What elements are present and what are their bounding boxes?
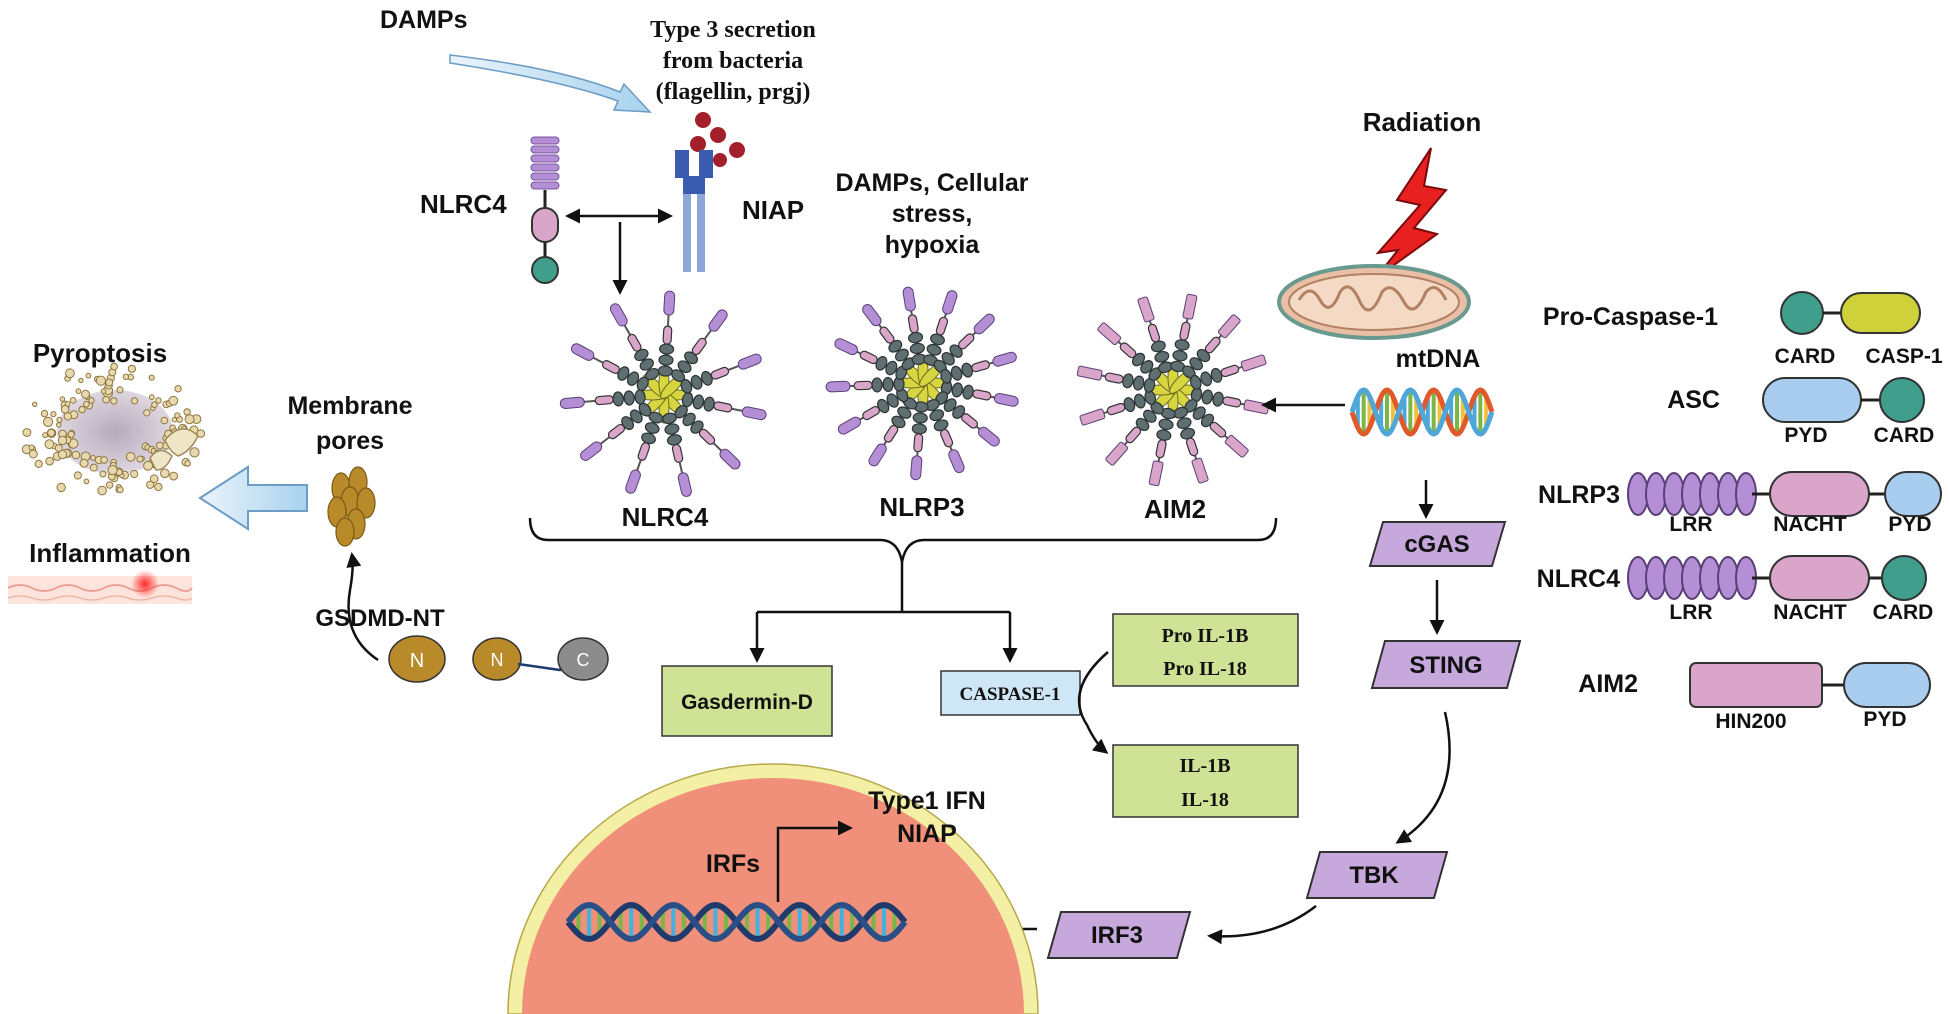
tbk-box xyxy=(1305,851,1449,899)
niap-receptor xyxy=(675,150,713,272)
nlrc4-receptor xyxy=(530,136,560,284)
pro-il18-label: Pro IL-18 xyxy=(1163,658,1247,680)
cgas-label: cGAS xyxy=(1404,531,1469,558)
bacteria-dots xyxy=(690,112,745,167)
inflammasome-nlrp3-label: NLRP3 xyxy=(879,492,964,522)
nlrp3-name: NLRP3 xyxy=(1538,481,1620,509)
nlrc4-nacht-domain xyxy=(1769,555,1870,601)
pyroptosis-label: Pyroptosis xyxy=(33,338,167,368)
membrane-pores-label-2: pores xyxy=(316,427,384,455)
damps-stress-label-2: stress, xyxy=(892,200,973,228)
pro-caspase1-casp1-domain xyxy=(1840,292,1921,334)
damps-stress-label-3: hypoxia xyxy=(885,231,981,259)
irfs-transcription-arrow xyxy=(776,820,853,902)
pro-caspase1-casp1-label: CASP-1 xyxy=(1865,345,1942,368)
aim2-pyd-domain xyxy=(1843,662,1931,708)
nlrc4-lrr-domain xyxy=(1627,556,1757,600)
pro-il-processing-arrow xyxy=(1077,651,1109,754)
cgas-box xyxy=(1368,521,1507,567)
lightning-icon xyxy=(1375,147,1448,279)
asc-card-domain xyxy=(1879,377,1925,423)
gsdmd-n1-label: N xyxy=(410,650,424,672)
nlrc4-nacht-label: NACHT xyxy=(1773,601,1847,624)
inflammasome-aim2-label: AIM2 xyxy=(1144,494,1206,524)
irf3-label: IRF3 xyxy=(1091,922,1143,949)
caspase1-label: CASPASE-1 xyxy=(960,684,1061,705)
aim2-pyd-label: PYD xyxy=(1863,708,1906,731)
gasdermin-d-label: Gasdermin-D xyxy=(681,691,813,714)
pro-caspase1-card-label: CARD xyxy=(1775,345,1836,368)
pro-caspase1-card-domain xyxy=(1780,291,1824,335)
membrane-to-pyroptosis-arrow xyxy=(198,465,308,531)
damps-top-label: DAMPs xyxy=(380,6,468,34)
gsdmd-to-pore-arrow xyxy=(346,552,379,662)
nucleus xyxy=(507,763,1039,1014)
mtdna-helix-icon xyxy=(1349,387,1495,437)
il1b-label: IL-1B xyxy=(1179,755,1230,777)
membrane-pore-cluster xyxy=(327,466,376,547)
nlrp3-nacht-domain xyxy=(1769,471,1870,517)
gsdmd-n2-label: N xyxy=(491,650,504,670)
radiation-label: Radiation xyxy=(1363,107,1481,137)
damps-stress-label-1: DAMPs, Cellular xyxy=(835,169,1028,197)
nlrc4-inflammasome xyxy=(559,290,767,497)
tbk-to-irf3-arrow xyxy=(1207,905,1317,945)
asc-pyd-label: PYD xyxy=(1784,424,1827,447)
gsdmd-nt-label: GSDMD-NT xyxy=(315,605,445,632)
inflammation-label: Inflammation xyxy=(29,538,191,568)
il18-label: IL-18 xyxy=(1181,789,1229,811)
nlrc4-name: NLRC4 xyxy=(1537,565,1620,593)
asc-name: ASC xyxy=(1667,386,1720,414)
damps-curved-arrow xyxy=(449,54,652,113)
nlrp3-lrr-label: LRR xyxy=(1669,513,1712,536)
asc-card-label: CARD xyxy=(1874,424,1935,447)
membrane-pores-label-1: Membrane xyxy=(287,392,412,420)
aim2-name: AIM2 xyxy=(1578,670,1638,698)
nlrp3-nacht-label: NACHT xyxy=(1773,513,1847,536)
tbk-label: TBK xyxy=(1349,862,1399,889)
pro-caspase1-name: Pro-Caspase-1 xyxy=(1543,303,1718,331)
irfs-label: IRFs xyxy=(706,850,760,878)
type3-label-1: Type 3 secretion xyxy=(650,17,816,43)
gsdmd-fragments xyxy=(388,635,609,683)
domain-legend: Pro-Caspase-1 CARD CASP-1 ASC PYD CARD N… xyxy=(1537,291,1943,733)
pyroptosis-cell-image xyxy=(21,362,206,496)
gasdermin-d-box xyxy=(661,665,833,737)
inflammation-tissue xyxy=(7,570,193,604)
type3-label-3: (flagellin, prgj) xyxy=(656,79,811,105)
type1-ifn-label-1: Type1 IFN xyxy=(868,787,986,815)
brace-split-lines xyxy=(757,562,1010,614)
sting-to-tbk-arrow xyxy=(1395,711,1451,844)
il-box xyxy=(1112,744,1299,818)
aim2-hin200-label: HIN200 xyxy=(1715,710,1786,733)
pro-il1b-label: Pro IL-1B xyxy=(1162,625,1249,647)
nlrp3-lrr-domain xyxy=(1627,472,1757,516)
nlrp3-pyd-label: PYD xyxy=(1888,513,1931,536)
irf3-box xyxy=(1046,911,1192,959)
gsdmd-c-label: C xyxy=(577,650,590,670)
sting-box xyxy=(1370,640,1522,689)
nlrc4-card-label: CARD xyxy=(1873,601,1934,624)
nlrc4-receptor-label: NLRC4 xyxy=(420,189,507,219)
pro-il-box xyxy=(1112,613,1299,687)
asc-pyd-domain xyxy=(1762,377,1862,423)
inflammasome-nlrc4-label: NLRC4 xyxy=(622,502,709,532)
nuclear-dna-helix-icon xyxy=(565,902,908,942)
sting-label: STING xyxy=(1409,652,1482,679)
nlrc4-lrr-label: LRR xyxy=(1669,601,1712,624)
aim2-hin200-domain xyxy=(1689,662,1823,708)
type3-label-2: from bacteria xyxy=(663,48,803,74)
nlrc4-card-domain xyxy=(1881,555,1927,601)
mtdna-label: mtDNA xyxy=(1396,345,1481,373)
mitochondrion-icon xyxy=(1277,264,1471,340)
aim2-inflammasome xyxy=(1076,293,1270,487)
nlrp3-pyd-domain xyxy=(1884,471,1942,517)
niap-label: NIAP xyxy=(742,195,804,225)
nlrp3-inflammasome xyxy=(825,286,1019,481)
type1-ifn-label-2: NIAP xyxy=(897,820,957,848)
